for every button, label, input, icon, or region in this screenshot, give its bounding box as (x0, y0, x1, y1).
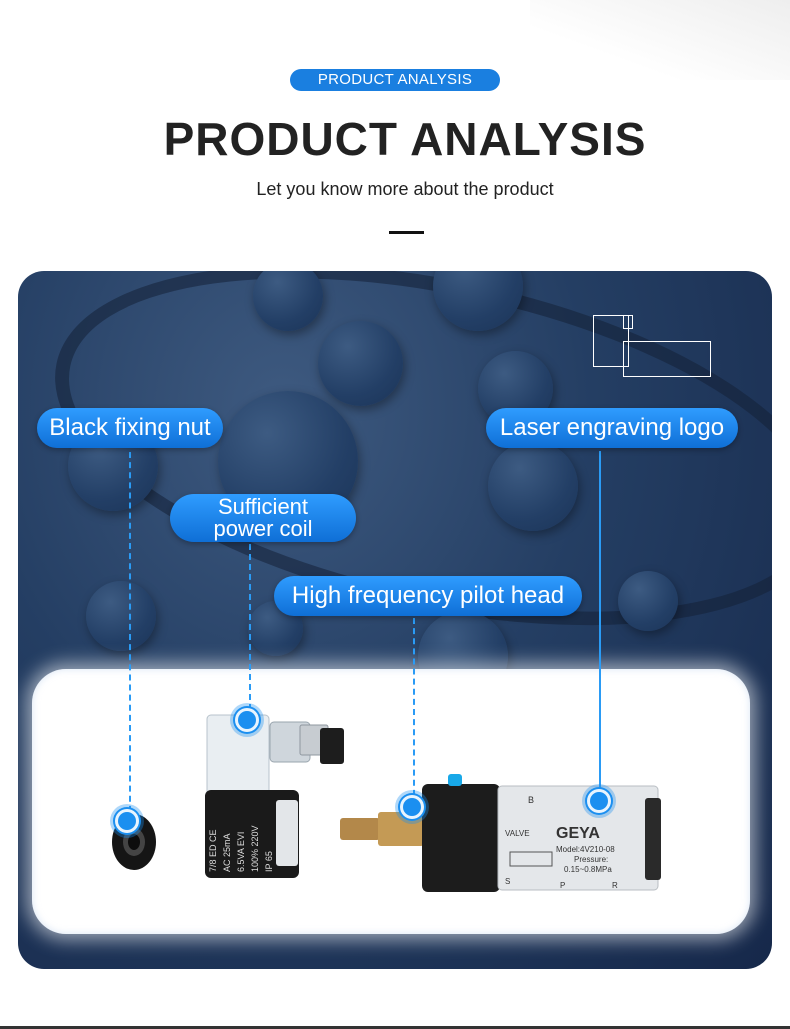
bubble-decor (618, 571, 678, 631)
svg-text:R: R (612, 881, 618, 890)
valve-image: B A GEYA VALVE Model:4V210-08 Pressure: … (340, 774, 661, 892)
coil-target-icon (238, 711, 256, 729)
callout-laser-logo: Laser engraving logo (486, 408, 738, 448)
section-pill: PRODUCT ANALYSIS (290, 69, 500, 91)
page-title: PRODUCT ANALYSIS (163, 113, 647, 165)
pilot-target-icon (403, 798, 421, 816)
callout-coil-text-line1: Sufficient (217, 494, 309, 519)
bubble-decor (488, 441, 578, 531)
svg-text:Model:4V210-08: Model:4V210-08 (556, 845, 615, 854)
bubble-decor (253, 271, 323, 331)
svg-text:0.15~0.8MPa: 0.15~0.8MPa (564, 865, 612, 874)
callout-power-coil: Sufficient power coil (170, 494, 356, 542)
page-subtitle: Let you know more about the product (256, 179, 554, 199)
callout-nut-text: Black fixing nut (49, 414, 211, 441)
nut-callout-line (129, 452, 131, 822)
callout-coil-text-line2: power coil (213, 516, 313, 541)
svg-text:GEYA: GEYA (556, 825, 600, 842)
bubble-decor (86, 581, 156, 651)
svg-text:B: B (528, 795, 534, 805)
title-divider (389, 231, 424, 234)
logo-callout-line (599, 451, 601, 800)
corner-shade (530, 0, 790, 80)
callout-logo-text: Laser engraving logo (499, 414, 725, 441)
svg-text:IP 65: IP 65 (264, 851, 274, 872)
coil-callout-line (249, 544, 251, 720)
svg-text:S: S (505, 877, 510, 886)
bubble-decor (318, 321, 403, 406)
svg-text:P: P (560, 881, 565, 890)
schematic-icon (623, 315, 633, 329)
logo-target-icon (590, 792, 608, 810)
svg-text:Pressure:: Pressure: (574, 855, 608, 864)
callout-pilot-head: High frequency pilot head (274, 576, 582, 616)
svg-text:100% 220V: 100% 220V (250, 825, 260, 872)
schematic-icon (623, 341, 711, 377)
pilot-callout-line (413, 618, 415, 806)
svg-text:AC 25mA: AC 25mA (222, 833, 232, 872)
svg-text:7/8 ED CE: 7/8 ED CE (208, 829, 218, 872)
svg-text:VALVE: VALVE (505, 829, 530, 838)
svg-text:6.5VA EVI: 6.5VA EVI (236, 832, 246, 872)
callout-pilot-text: High frequency pilot head (291, 582, 565, 609)
callout-black-fixing-nut: Black fixing nut (37, 408, 223, 448)
nut-target-icon (118, 812, 136, 830)
coil-image: 7/8 ED CE AC 25mA 6.5VA EVI 100% 220V IP… (205, 714, 344, 878)
bottom-divider (0, 1026, 790, 1029)
